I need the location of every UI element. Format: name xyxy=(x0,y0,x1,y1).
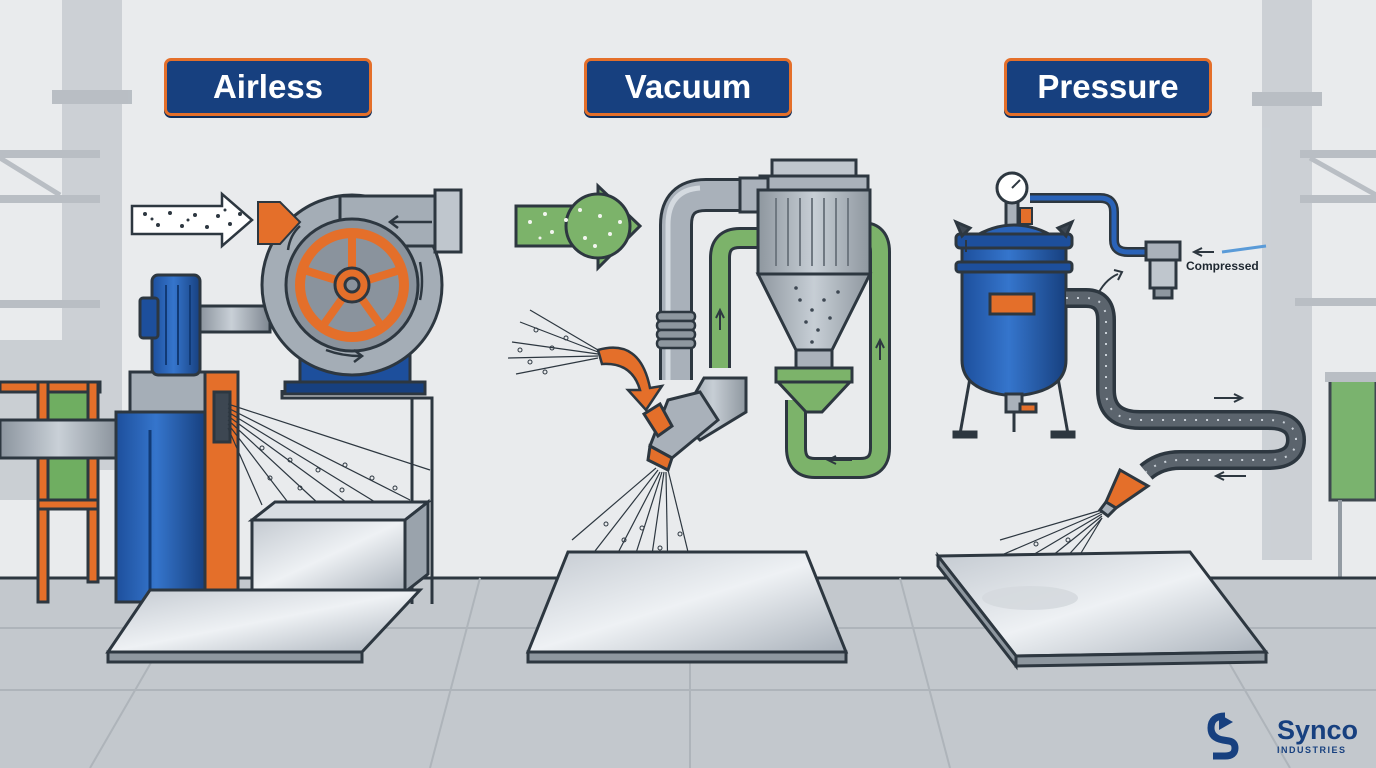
rotation-arrows xyxy=(286,215,432,363)
logo-subtitle: INDUSTRIES xyxy=(1276,745,1347,755)
motor xyxy=(138,273,272,377)
flow-arrows xyxy=(715,307,885,465)
airless-cabinet xyxy=(114,370,240,604)
airless-title-badge: Airless xyxy=(164,58,372,116)
airless-particles xyxy=(259,445,398,493)
airless-title: Airless xyxy=(212,68,324,105)
vacuum-title-badge: Vacuum xyxy=(584,58,792,116)
pressure-floor-plate xyxy=(934,550,1269,671)
pressure-vessel xyxy=(952,219,1076,439)
pressure-title: Pressure xyxy=(1037,68,1179,105)
airless-spray xyxy=(227,403,431,506)
vacuum-floor-plate xyxy=(525,550,849,664)
cyclone-separator xyxy=(738,158,873,414)
curved-pointer-arrowhead xyxy=(1113,269,1124,281)
orange-flow-arrow xyxy=(596,346,665,413)
feed-pipe xyxy=(0,418,132,460)
blast-hose xyxy=(1066,288,1307,480)
vacuum-panel xyxy=(507,158,891,664)
synco-logo: Synco INDUSTRIES xyxy=(1237,714,1358,758)
airless-workpiece xyxy=(247,498,433,596)
hose-flow-arrows xyxy=(1213,393,1246,481)
pressure-gauge xyxy=(995,171,1033,230)
logo-name: Synco xyxy=(1276,715,1358,745)
airless-panel xyxy=(0,188,463,664)
vacuum-incoming-spray xyxy=(507,309,599,375)
abrasive-input-arrow xyxy=(130,191,302,249)
vacuum-green-return-loop xyxy=(709,221,891,479)
blast-wheel-housing xyxy=(260,188,463,396)
vacuum-title: Vacuum xyxy=(624,68,752,105)
compressed-air-line xyxy=(1030,193,1150,257)
vacuum-incoming-particles xyxy=(517,327,569,375)
flex-bellows xyxy=(655,310,697,350)
logo-mark-spacer xyxy=(1237,714,1273,758)
pressure-title-badge: Pressure xyxy=(1004,58,1212,116)
synco-logo-mark xyxy=(1207,712,1239,760)
air-intake-arrow xyxy=(1191,244,1267,257)
airless-floor-plate xyxy=(105,588,424,664)
vacuum-input-arrow xyxy=(514,182,643,272)
air-filter-regulator xyxy=(1144,240,1182,300)
compressed-air-label: Compressed xyxy=(1186,259,1259,273)
vacuum-suction-pipe xyxy=(655,178,760,380)
pressure-panel xyxy=(934,171,1307,671)
vacuum-blast-head xyxy=(641,376,748,473)
cyclone-particles xyxy=(794,286,840,344)
logo-text: Synco INDUSTRIES xyxy=(1277,717,1358,755)
pressure-nozzle xyxy=(1097,467,1151,518)
